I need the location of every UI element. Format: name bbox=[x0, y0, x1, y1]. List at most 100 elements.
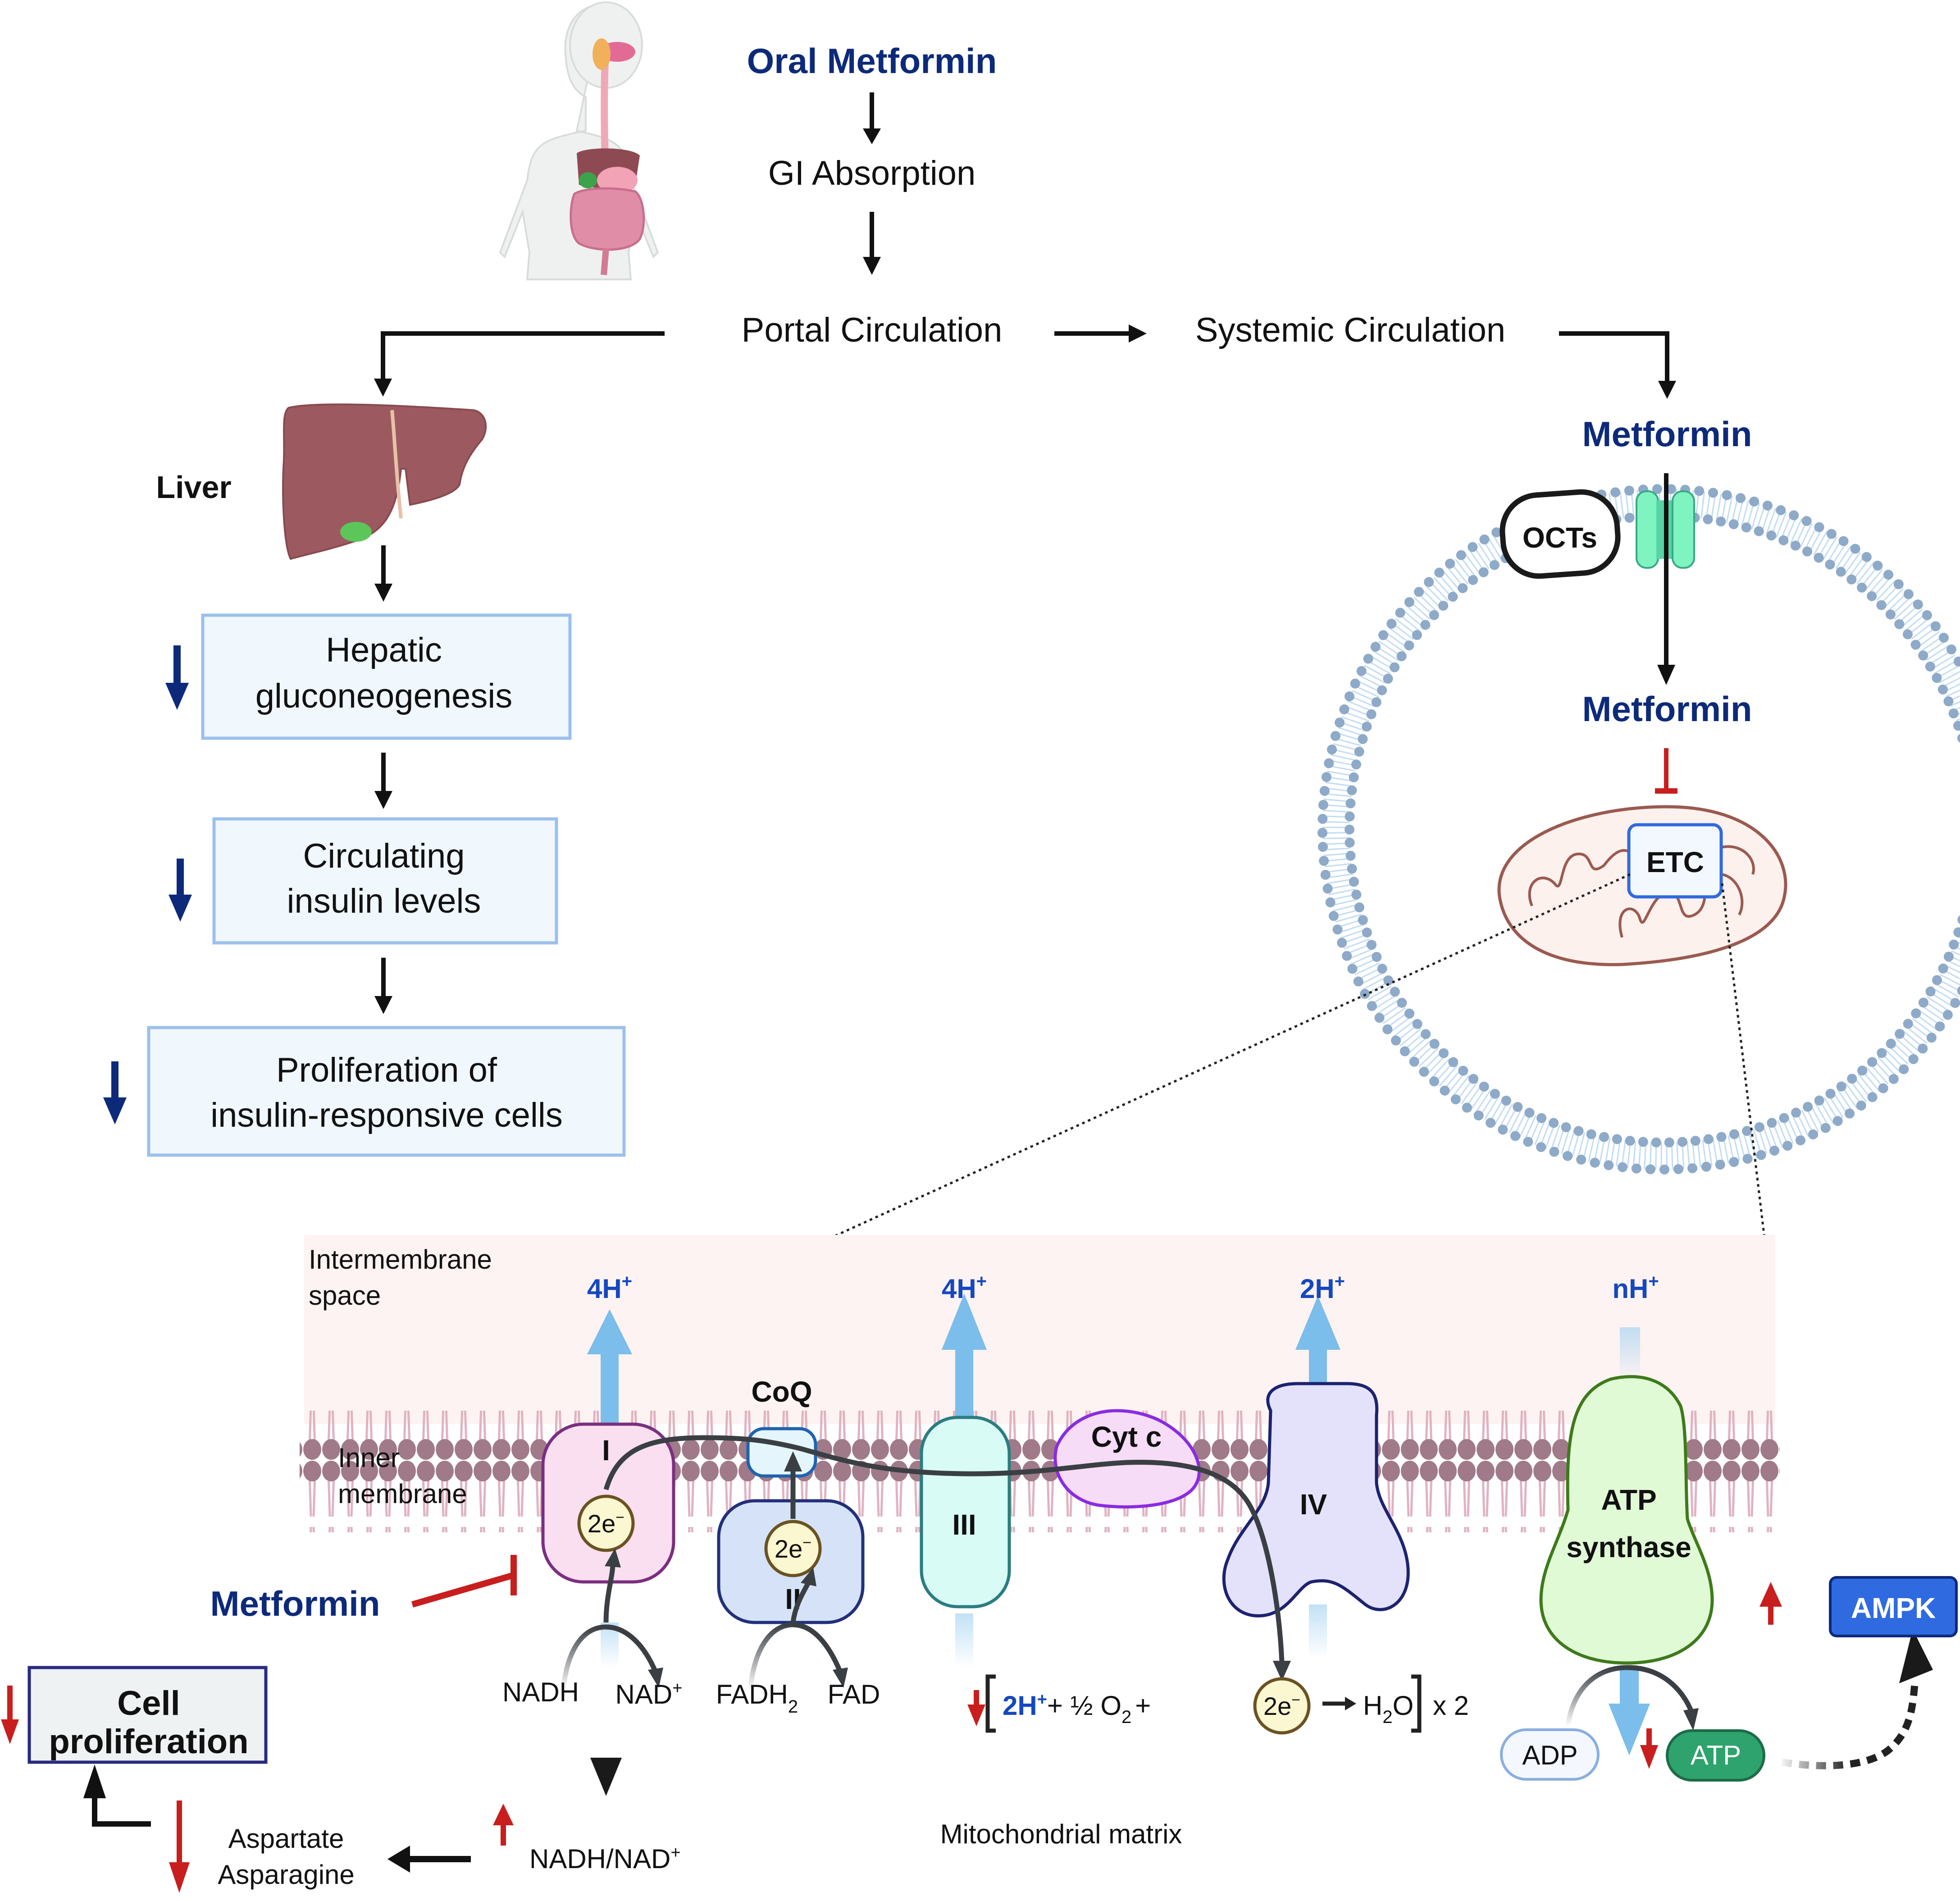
svg-text:Proliferation of: Proliferation of bbox=[276, 1051, 497, 1089]
etc-box[interactable]: ETC bbox=[1627, 823, 1723, 899]
svg-text:Hepatic: Hepatic bbox=[326, 631, 442, 669]
intermembrane-label-line2: space bbox=[309, 1280, 381, 1311]
arrow-amino-acids-to-cell-proliferation bbox=[83, 1764, 151, 1827]
octs-transporter: OCTs bbox=[1500, 489, 1621, 579]
svg-text:2e−: 2e− bbox=[1263, 1691, 1300, 1720]
water-formation-reaction: 2H++ ½ O2+ 2e− H2O x 2 bbox=[967, 1674, 1469, 1735]
nadh-nad-ratio-label: NADH/NAD+ bbox=[529, 1843, 681, 1874]
nadh-oxidation-arrow bbox=[561, 1548, 663, 1691]
svg-text:IV: IV bbox=[1300, 1488, 1327, 1521]
svg-text:insulin levels: insulin levels bbox=[287, 882, 481, 920]
ampk-box[interactable]: AMPK bbox=[1829, 1576, 1958, 1637]
svg-text:synthase: synthase bbox=[1566, 1531, 1691, 1563]
gallbladder-small bbox=[579, 172, 597, 188]
rectum bbox=[601, 247, 609, 275]
fadh2-oxidation-arrow bbox=[748, 1567, 848, 1691]
inner-membrane-label-line1: Inner bbox=[338, 1443, 400, 1473]
liver-label: Liver bbox=[156, 470, 231, 505]
arrow-gi-to-portal bbox=[863, 212, 881, 275]
proton-arrow-complex-III bbox=[942, 1293, 987, 1668]
fadh2-label: FADH2 bbox=[716, 1679, 798, 1717]
svg-text:2H++ ½ O2+: 2H++ ½ O2+ bbox=[1003, 1690, 1151, 1727]
atp-pill[interactable]: ATP bbox=[1666, 1729, 1765, 1782]
svg-text:OCTs: OCTs bbox=[1522, 521, 1597, 554]
liver-illustration bbox=[282, 403, 487, 560]
arrow-portal-to-systemic bbox=[1054, 324, 1147, 343]
svg-text:Cyt c: Cyt c bbox=[1091, 1421, 1162, 1453]
svg-text:I: I bbox=[602, 1434, 610, 1467]
decrease-arrow-icon bbox=[169, 1800, 190, 1893]
arrow-metformin-into-cell bbox=[1657, 473, 1675, 685]
intestines bbox=[570, 187, 645, 251]
channel-protein bbox=[1636, 490, 1695, 569]
adp-to-atp-arrow bbox=[1565, 1665, 1699, 1731]
electron-complex-II: 2e− bbox=[764, 1520, 822, 1577]
mitochondrial-matrix-label: Mitochondrial matrix bbox=[940, 1819, 1182, 1849]
intermembrane-space-region bbox=[304, 1235, 1775, 1424]
svg-text:ADP: ADP bbox=[1522, 1740, 1577, 1770]
svg-text:III: III bbox=[952, 1508, 976, 1541]
proton-label-complex-IV: 2H+ bbox=[1300, 1271, 1345, 1304]
svg-text:Cell: Cell bbox=[117, 1684, 180, 1723]
svg-text:ETC: ETC bbox=[1646, 846, 1704, 878]
fad-label: FAD bbox=[828, 1679, 880, 1709]
circulating-insulin-box: Circulating insulin levels bbox=[212, 817, 558, 945]
stomach bbox=[597, 167, 638, 194]
nadh-ratio-dashed-arrow bbox=[590, 1717, 622, 1796]
portal-circulation-label: Portal Circulation bbox=[742, 311, 1003, 349]
svg-text:ATP: ATP bbox=[1691, 1740, 1741, 1770]
svg-text:Circulating: Circulating bbox=[303, 837, 465, 875]
metformin-outside-label: Metformin bbox=[1582, 414, 1752, 454]
proton-flow-atp-synthase bbox=[1609, 1668, 1650, 1755]
nadh-label: NADH bbox=[502, 1677, 579, 1707]
cell-proliferation-box: Cell proliferation bbox=[27, 1666, 268, 1764]
zoom-callout-lines bbox=[797, 873, 1768, 1254]
svg-text:2e−: 2e− bbox=[588, 1509, 624, 1538]
svg-text:gluconeogenesis: gluconeogenesis bbox=[255, 677, 512, 715]
decrease-arrow-icon bbox=[103, 1061, 127, 1124]
intermembrane-label-line1: Intermembrane bbox=[309, 1244, 492, 1275]
arrow-ratio-to-amino-acids bbox=[387, 1846, 471, 1873]
inner-membrane-label-line2: membrane bbox=[338, 1479, 467, 1509]
svg-text:x 2: x 2 bbox=[1433, 1691, 1469, 1721]
arrow-oral-to-gi bbox=[863, 92, 881, 144]
svg-text:2e−: 2e− bbox=[775, 1534, 811, 1563]
systemic-circulation-label: Systemic Circulation bbox=[1195, 311, 1505, 349]
svg-text:H2O: H2O bbox=[1363, 1691, 1413, 1727]
human-body-illustration bbox=[499, 1, 659, 280]
asparagine-label: Asparagine bbox=[218, 1860, 355, 1890]
atp-synthase[interactable]: ATP synthase bbox=[1539, 1375, 1714, 1665]
decrease-arrow-icon bbox=[165, 645, 189, 710]
arrow-portal-to-liver bbox=[374, 331, 665, 397]
increase-arrow-icon bbox=[493, 1804, 514, 1846]
proliferation-insulin-responsive-box: Proliferation of insulin-responsive cell… bbox=[147, 1026, 626, 1157]
proton-label-atp-synthase: nH+ bbox=[1612, 1271, 1659, 1304]
salivary-gland bbox=[593, 38, 611, 70]
increase-arrow-icon bbox=[1759, 1582, 1782, 1625]
atp-to-ampk-dashed-arrow bbox=[1781, 1629, 1933, 1769]
oral-metformin-label: Oral Metformin bbox=[747, 41, 997, 81]
complex-III[interactable]: III bbox=[920, 1416, 1011, 1609]
decrease-arrow-icon bbox=[1, 1686, 19, 1744]
cytochrome-c[interactable]: Cyt c bbox=[1053, 1409, 1201, 1509]
adp-pill[interactable]: ADP bbox=[1500, 1728, 1600, 1781]
gi-absorption-label: GI Absorption bbox=[768, 154, 976, 192]
svg-text:proliferation: proliferation bbox=[49, 1723, 248, 1761]
proton-label-complex-III: 4H+ bbox=[942, 1271, 987, 1304]
decrease-arrow-icon bbox=[169, 859, 192, 922]
arrow-hepatic-to-insulin bbox=[374, 753, 392, 809]
nad-label: NAD+ bbox=[615, 1679, 683, 1709]
electron-transport-path bbox=[603, 1435, 1291, 1681]
coq-label: CoQ bbox=[751, 1375, 812, 1408]
decrease-arrow-icon bbox=[967, 1690, 985, 1726]
aspartate-label: Aspartate bbox=[228, 1823, 344, 1854]
proton-label-complex-I: 4H+ bbox=[587, 1271, 632, 1304]
cell-membrane bbox=[1317, 484, 1960, 1174]
electron-complex-I: 2e− bbox=[577, 1494, 635, 1552]
metformin-inside-label: Metformin bbox=[1582, 689, 1752, 729]
proton-arrow-atp-synthase bbox=[1620, 1327, 1640, 1381]
svg-text:ATP: ATP bbox=[1601, 1484, 1656, 1516]
arrow-insulin-to-proliferation bbox=[374, 958, 392, 1014]
hepatic-gluconeogenesis-box: Hepatic gluconeogenesis bbox=[201, 613, 572, 740]
